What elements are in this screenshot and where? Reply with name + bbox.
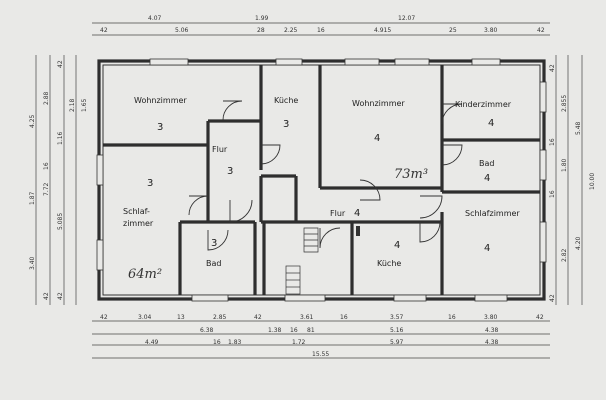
dim-label: 4.07 xyxy=(148,15,162,22)
dim-label: 7.72 xyxy=(43,182,50,196)
room-name: Kinderzimmer xyxy=(455,100,512,109)
room-number: 4 xyxy=(394,240,400,251)
dim-label: 42 xyxy=(57,292,64,300)
dim-label: 15.55 xyxy=(312,351,329,358)
area-note-right: 73m³ xyxy=(394,167,428,182)
dim-label: 4.38 xyxy=(485,339,499,346)
dim-label: 42 xyxy=(100,27,108,34)
dim-label: 1.38 xyxy=(268,327,282,334)
dim-label: 42 xyxy=(549,64,556,72)
dim-label: 42 xyxy=(537,27,545,34)
dim-label: 2.85 xyxy=(213,314,227,321)
dim-label: 4.38 xyxy=(485,327,499,334)
interior-walls-right xyxy=(318,65,540,295)
room-name: Küche xyxy=(377,259,401,268)
room-number: 3 xyxy=(147,178,153,189)
dim-label: 3.80 xyxy=(484,27,498,34)
dim-label: 4.915 xyxy=(374,27,391,34)
dim-label: 3.80 xyxy=(484,314,498,321)
room-name: Bad xyxy=(479,159,494,168)
dim-label: 42 xyxy=(254,314,262,321)
dim-label: 16 xyxy=(340,314,348,321)
dim-label: 12.07 xyxy=(398,15,415,22)
dim-label: 5.48 xyxy=(575,121,582,135)
area-note-left: 64m² xyxy=(128,267,162,282)
room-number: 4 xyxy=(374,133,380,144)
dim-label: 2.855 xyxy=(561,95,568,112)
dim-label: 42 xyxy=(549,294,556,302)
dim-label: 1.65 xyxy=(81,98,88,112)
dim-label: 4.20 xyxy=(575,236,582,250)
dim-label: 1.16 xyxy=(57,131,64,145)
room-name: Flur xyxy=(212,145,228,154)
dim-label: 4.49 xyxy=(145,339,159,346)
dim-label: 5.06 xyxy=(175,27,189,34)
doors xyxy=(188,100,463,251)
room-number: 4 xyxy=(484,173,490,184)
room-name: Schlafzimmer xyxy=(465,209,520,218)
room-number: 3 xyxy=(157,122,163,133)
dim-label: 1.99 xyxy=(255,15,269,22)
dim-label: 42 xyxy=(57,60,64,68)
room-name: Bad xyxy=(206,259,221,268)
staircase xyxy=(285,226,360,295)
room-number: 3 xyxy=(283,119,289,130)
dim-label: 1.72 xyxy=(292,339,306,346)
dim-label: 42 xyxy=(536,314,544,321)
dim-label: 5.16 xyxy=(390,327,404,334)
dim-label: 16 xyxy=(43,162,50,170)
dim-label: 5.085 xyxy=(57,213,64,230)
dim-label: 42 xyxy=(43,292,50,300)
room-name: Flur xyxy=(330,209,346,218)
dim-label: 25 xyxy=(449,27,457,34)
dim-label: 5.97 xyxy=(390,339,404,346)
dim-label: 16 xyxy=(448,314,456,321)
room-number: 4 xyxy=(488,118,494,129)
dim-label: 2.25 xyxy=(284,27,298,34)
dim-label: 3.40 xyxy=(29,256,36,270)
dim-label: 2.88 xyxy=(43,91,50,105)
room-number: 3 xyxy=(227,166,233,177)
room-name-cont: zimmer xyxy=(123,219,154,228)
dim-label: 3.04 xyxy=(138,314,152,321)
dim-label: 28 xyxy=(257,27,265,34)
room-number: 4 xyxy=(354,208,360,219)
room-name: Wohnzimmer xyxy=(352,99,405,108)
dim-label: 42 xyxy=(100,314,108,321)
dim-label: 16 xyxy=(317,27,325,34)
dimension-lines xyxy=(35,22,583,359)
room-name: Wohnzimmer xyxy=(134,96,187,105)
room-name: Schlaf- xyxy=(123,207,150,216)
room-number: 3 xyxy=(211,238,217,249)
interior-walls-left xyxy=(103,65,352,295)
dim-label: 2.18 xyxy=(69,98,76,112)
dim-label: 4.25 xyxy=(29,114,36,128)
dim-label: 2.82 xyxy=(561,248,568,262)
room-number: 4 xyxy=(484,243,490,254)
dim-label: 1.87 xyxy=(29,191,36,205)
dim-label: 81 xyxy=(307,327,315,334)
room-name: Küche xyxy=(274,96,298,105)
dim-label: 1.83 xyxy=(228,339,242,346)
dim-label: 16 xyxy=(549,138,556,146)
dim-label: 3.61 xyxy=(300,314,314,321)
dim-label: 3.57 xyxy=(390,314,404,321)
dim-label: 13 xyxy=(177,314,185,321)
dim-label: 6.38 xyxy=(200,327,214,334)
windows xyxy=(96,58,547,302)
dim-label: 16 xyxy=(290,327,298,334)
dim-label: 10.00 xyxy=(589,173,596,190)
dim-label: 1.80 xyxy=(561,158,568,172)
dim-label: 16 xyxy=(549,190,556,198)
dim-label: 16 xyxy=(213,339,221,346)
